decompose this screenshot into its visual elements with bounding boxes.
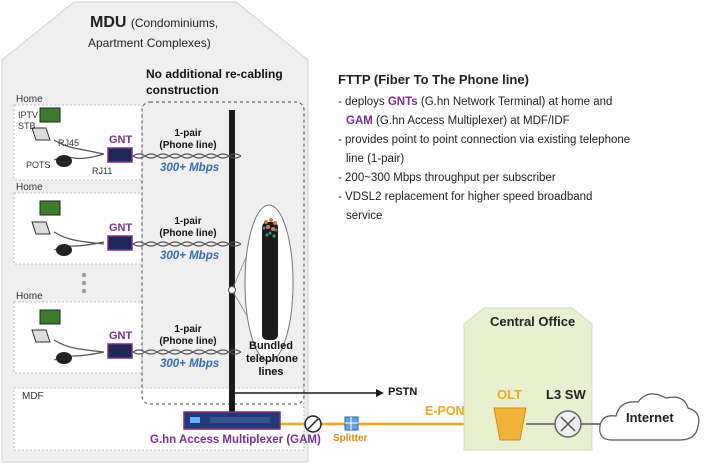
speed-label-3: 300+ Mbps bbox=[160, 358, 220, 370]
computer-icon bbox=[31, 127, 51, 141]
l3sw-label: L3 SW bbox=[546, 387, 586, 402]
tv-icon bbox=[39, 309, 61, 325]
fttp-bullet-0: - deploys GNTs (G.hn Network Terminal) a… bbox=[338, 96, 613, 108]
phone-icon bbox=[56, 155, 72, 167]
fttp-bullet-2: - provides point to point connection via… bbox=[338, 134, 631, 146]
rj45-label: RJ45 bbox=[58, 138, 80, 148]
splitter-icon bbox=[344, 416, 359, 431]
home-devices bbox=[31, 107, 133, 364]
pair-label-3: 1-pair(Phone line) bbox=[159, 324, 217, 347]
gnt-device-icon bbox=[107, 235, 133, 251]
epon-label: E-PON bbox=[425, 404, 465, 418]
home-box-1 bbox=[13, 104, 143, 181]
splitter-label: Splitter bbox=[333, 433, 368, 444]
pair-label-2: 1-pair(Phone line) bbox=[159, 216, 217, 239]
gam-label: G.hn Access Multiplexer (GAM) bbox=[150, 434, 321, 446]
home-label-3: Home bbox=[16, 291, 43, 302]
home-label-1: Home bbox=[16, 94, 43, 105]
mdf-label: MDF bbox=[22, 391, 44, 402]
mdu-subtitle-2: Apartment Complexes) bbox=[88, 36, 211, 50]
fttp-bullet-3: line (1-pair) bbox=[346, 153, 405, 165]
cable-bundle-icon bbox=[262, 218, 278, 340]
fttp-bullet-5: - VDSL2 replacement for higher speed bro… bbox=[338, 191, 593, 203]
gnt-label-1: GNT bbox=[109, 134, 133, 146]
no-recabling-label: No additional re-cabling construction bbox=[146, 67, 283, 97]
fttp-bullet-4: - 200~300 Mbps throughput per subscriber bbox=[338, 172, 556, 184]
home-label-2: Home bbox=[16, 182, 43, 193]
home-box-3 bbox=[13, 301, 143, 374]
tv-icon bbox=[39, 200, 61, 216]
gnt-device-icon bbox=[107, 343, 133, 359]
gnt-label-2: GNT bbox=[109, 222, 133, 234]
computer-icon bbox=[31, 221, 51, 235]
internet-label: Internet bbox=[626, 410, 674, 425]
fttp-bullet-6: service bbox=[346, 210, 383, 222]
fttp-bullet-1: GAM (G.hn Access Multiplexer) at MDF/IDF bbox=[346, 115, 570, 127]
switch-icon bbox=[554, 410, 582, 438]
speed-label-1: 300+ Mbps bbox=[160, 162, 220, 174]
cloud-icon bbox=[599, 393, 700, 441]
no-recabling-region bbox=[141, 101, 305, 405]
phone-icon bbox=[56, 352, 72, 364]
pstn-label: PSTN bbox=[388, 386, 418, 398]
tv-icon bbox=[39, 107, 61, 123]
olt-label: OLT bbox=[497, 387, 523, 402]
filter-icon bbox=[304, 415, 322, 433]
olt-icon bbox=[493, 407, 527, 441]
mdu-subtitle-1: (Condominiums, bbox=[130, 16, 219, 30]
computer-icon bbox=[31, 329, 51, 343]
fttp-title: FTTP (Fiber To The Phone line) bbox=[338, 72, 529, 87]
pots-label: POTS bbox=[26, 160, 51, 170]
gnt-label-3: GNT bbox=[109, 330, 133, 342]
pair-label-1: 1-pair(Phone line) bbox=[159, 128, 217, 151]
riser-cable bbox=[229, 110, 235, 414]
mdu-title: MDU (Condominiums, bbox=[90, 14, 219, 31]
fttp-bullets: - deploys GNTs (G.hn Network Terminal) a… bbox=[338, 93, 698, 226]
phone-icon bbox=[56, 244, 72, 256]
speed-label-2: 300+ Mbps bbox=[160, 250, 220, 262]
rj11-label: RJ11 bbox=[92, 166, 113, 176]
gnt-device-icon bbox=[107, 147, 133, 163]
gam-device-icon bbox=[183, 411, 281, 430]
central-office-title: Central Office bbox=[490, 314, 576, 329]
